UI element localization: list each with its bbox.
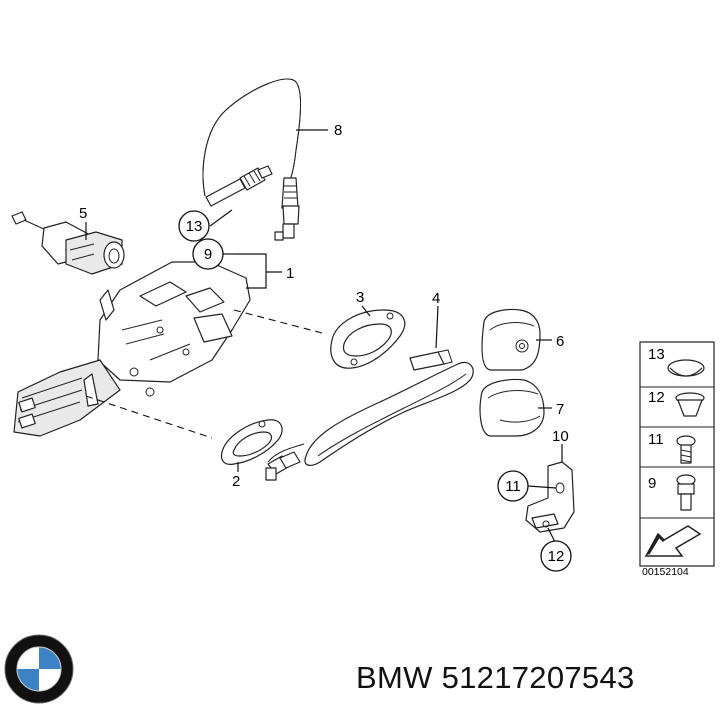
- callout-5: 5: [79, 205, 87, 222]
- callout-13: 13: [186, 218, 203, 235]
- leader-1: [236, 253, 282, 289]
- callout-6: 6: [556, 333, 564, 350]
- callout-13-circle: [178, 210, 210, 242]
- leader-4: [435, 305, 439, 349]
- small-parts-legend: 13 12 11 9: [639, 341, 715, 567]
- direction-arrow-icon: [644, 525, 702, 557]
- callout-4: 4: [432, 290, 440, 307]
- drawing-number: 00152104: [642, 566, 689, 578]
- cover-cap-part-6: [481, 308, 541, 371]
- callout-1: 1: [286, 265, 294, 282]
- callout-9-circle: [192, 238, 224, 270]
- legend-item-11-label: 11: [648, 431, 664, 448]
- callout-11-circle: [497, 470, 529, 502]
- door-handle-part-4: [304, 349, 474, 466]
- leader-13: [209, 209, 233, 227]
- leader-3: [361, 305, 371, 317]
- bowden-cable-part-8: [202, 78, 302, 241]
- plug-icon: [667, 359, 705, 377]
- callout-12: 12: [548, 548, 565, 565]
- expanding-rivet-icon: [675, 392, 705, 417]
- callout-11: 11: [505, 478, 521, 495]
- lock-mechanism-part-5: [11, 211, 125, 275]
- callout-12-circle: [540, 540, 572, 572]
- callout-3: 3: [356, 289, 364, 306]
- callout-8: 8: [334, 122, 342, 139]
- gasket-part-3: [330, 309, 406, 369]
- leader-11: [527, 485, 557, 489]
- screw-icon: [676, 435, 696, 464]
- callout-7: 7: [556, 401, 564, 418]
- legend-item-9-label: 9: [648, 475, 656, 492]
- bolt-icon: [676, 474, 696, 511]
- bmw-logo: [4, 634, 74, 704]
- footer-part-number: BMW 51217207543: [356, 660, 635, 696]
- support-bracket-part-10: [525, 461, 575, 533]
- callout-2: 2: [232, 473, 240, 490]
- part-number: 51217207543: [441, 660, 635, 695]
- callout-9: 9: [204, 246, 212, 263]
- assembly-line-bracket-to-gasket: [85, 395, 213, 439]
- callout-10: 10: [552, 428, 569, 445]
- legend-item-12-label: 12: [648, 389, 665, 406]
- carrier-bracket-part-1: [13, 261, 251, 437]
- gasket-part-2: [220, 419, 305, 481]
- brand-name: BMW: [356, 660, 433, 695]
- cover-cap-part-7: [479, 378, 545, 437]
- assembly-line-bracket-to-seal: [233, 309, 327, 335]
- legend-item-13-label: 13: [648, 346, 665, 363]
